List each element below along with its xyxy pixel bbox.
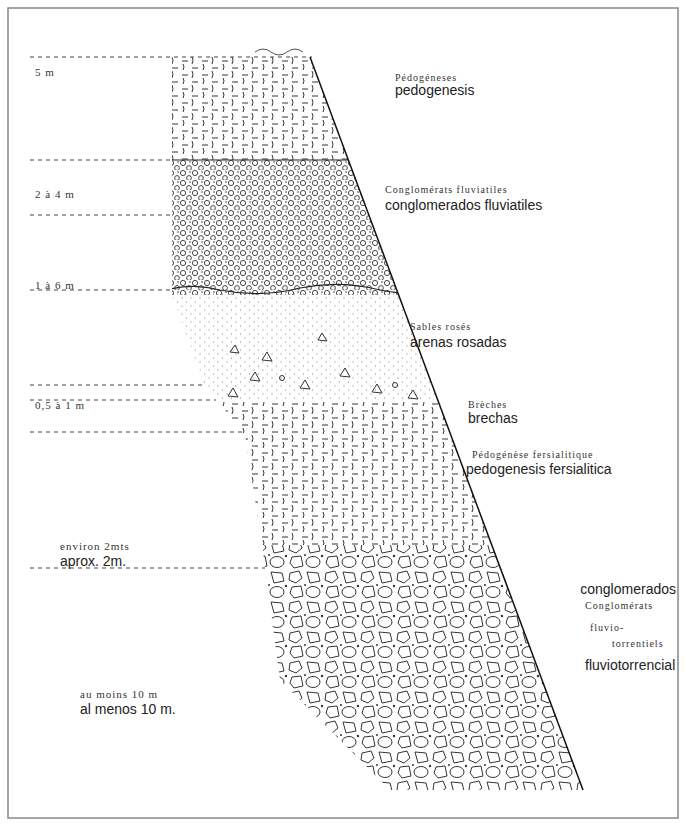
layer-label: al menos 10 m. [80, 702, 176, 717]
surface-mark [255, 49, 303, 55]
thickness-label: 2 à 4 m [35, 188, 75, 200]
layer-label: torrentiels [612, 638, 664, 649]
layer-label: Sables rosés [410, 321, 471, 332]
thickness-label: au moins 10 m [80, 688, 158, 700]
layer-label: brechas [468, 411, 518, 426]
layer-label: arenas rosadas [410, 335, 507, 350]
layer-label: pedogenesis fersialitica [466, 462, 612, 477]
layers [160, 57, 620, 805]
thickness-label: 5 m [35, 66, 55, 78]
thickness-label: 1 à 6 m [35, 279, 75, 291]
layer-label: Pédogéneses [395, 72, 457, 83]
layer-label: Brèches [468, 399, 507, 410]
layer-label: Conglomérats [585, 600, 653, 611]
layer-label: conglomerados fluviatiles [385, 198, 542, 213]
thickness-label: environ 2mts [60, 540, 130, 552]
thickness-label: 0,5 à 1 m [35, 399, 85, 411]
layer-label: fluvio- [590, 622, 624, 633]
layer-label: fluviotorrencial [585, 658, 675, 673]
frame [8, 8, 678, 818]
layer-label: conglomerados [580, 582, 676, 597]
layer-label: Pédogénèse fersialitique [472, 449, 593, 460]
slope-line [310, 57, 583, 790]
layer-label: Conglomérats fluviatiles [385, 184, 508, 195]
layer-label: pedogenesis [395, 83, 474, 98]
layer-label: aprox. 2m. [60, 554, 126, 569]
